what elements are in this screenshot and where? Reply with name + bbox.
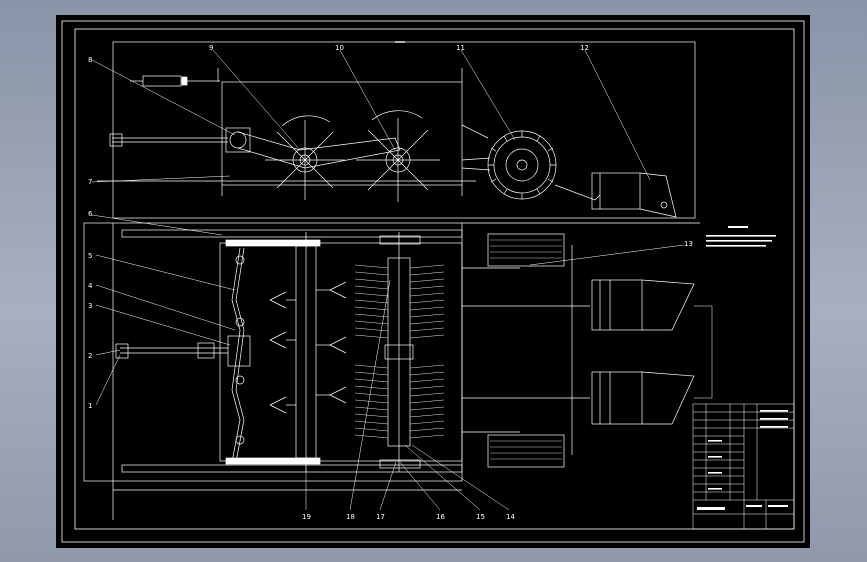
callout: 1	[88, 402, 92, 410]
ground-wheel-side	[487, 130, 557, 200]
callout: 2	[88, 352, 92, 360]
side-frame-box	[221, 81, 463, 186]
callout: 14	[506, 513, 515, 521]
callout: 8	[88, 56, 92, 64]
callout-numbers: 8 9 10 11 12 7 6 5 4 3 2 1 13 14 15 16 1…	[88, 44, 693, 521]
rotor-2-side	[356, 110, 440, 202]
rotor-shaft-1-plan	[269, 232, 347, 472]
rotor-1-side	[265, 115, 345, 200]
callout: 12	[580, 44, 589, 52]
callout: 19	[302, 513, 311, 521]
callout: 3	[88, 302, 92, 310]
hydraulic-cylinder-top	[130, 75, 220, 87]
technical-notes	[706, 226, 776, 247]
wheel-bottom-plan	[487, 434, 565, 468]
title-block	[692, 403, 795, 530]
callout: 13	[684, 240, 693, 248]
callout: 11	[456, 44, 465, 52]
callout: 4	[88, 282, 93, 290]
hopper-bottom	[591, 371, 643, 425]
input-shaft-plan	[115, 342, 228, 359]
callout: 15	[476, 513, 485, 521]
leaders-top	[91, 49, 651, 183]
leaders-bottom	[95, 244, 685, 511]
callout: 16	[436, 513, 445, 521]
callout: 10	[335, 44, 344, 52]
callout: 9	[209, 44, 213, 52]
gearbox-top	[225, 127, 251, 153]
hopper-top	[591, 279, 643, 331]
hitch-side	[554, 172, 677, 218]
drive-shaft-top	[109, 133, 228, 147]
side-view	[97, 41, 696, 219]
callout: 7	[88, 178, 92, 186]
callout: 6	[88, 210, 93, 218]
plan-frame	[219, 242, 463, 462]
plan-right-assembly	[462, 233, 713, 468]
title-block-text-marks	[697, 410, 788, 510]
callout: 18	[346, 513, 355, 521]
cardan-shaft	[227, 247, 251, 463]
callout: 5	[88, 252, 92, 260]
outer-border	[61, 20, 805, 543]
callout: 17	[376, 513, 385, 521]
plan-view	[83, 214, 713, 520]
rotor-shaft-2-plan	[354, 232, 445, 472]
inner-frame	[74, 28, 795, 530]
wheel-top-plan	[487, 233, 565, 267]
